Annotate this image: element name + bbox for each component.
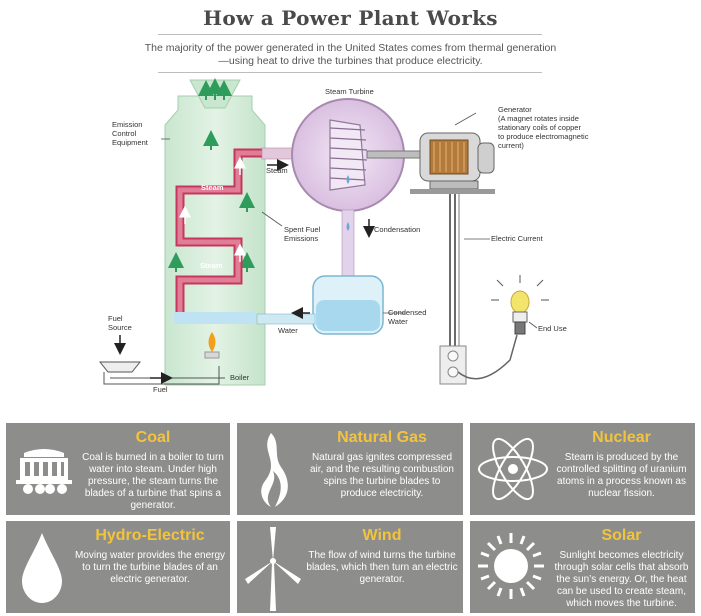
generator-desc-l2: stationary coils of copper [498, 123, 581, 132]
water-label: Water [278, 326, 298, 335]
fuel-source-label-l2: Source [108, 323, 132, 332]
end-use-label: End Use [538, 324, 567, 333]
panel-wind-title: Wind [362, 527, 402, 544]
burner-flame-icon [208, 332, 216, 352]
generator-label: Generator [498, 105, 532, 114]
condensation-label: Condensation [374, 225, 420, 234]
panel-nuclear-title: Nuclear [592, 429, 651, 446]
panel-solar-text: Sunlight becomes electricity through sol… [554, 550, 689, 609]
panel-wind-text: The flow of wind turns the turbine blade… [306, 550, 458, 585]
title-divider-bottom [158, 72, 542, 73]
emission-label-l1: Emission [112, 120, 142, 129]
page-subtitle: The majority of the power generated in t… [144, 42, 557, 67]
power-plant-diagram: Emission Control Equipment Steam Turbine… [98, 78, 589, 394]
generator-desc-l3: to produce electromagnetic [498, 132, 589, 141]
generator-desc-l1: (A magnet rotates inside [498, 114, 579, 123]
panel-natural-gas-title: Natural Gas [337, 429, 427, 446]
panel-coal-title: Coal [135, 429, 171, 446]
electric-wires [449, 194, 490, 352]
wind-turbine-icon [245, 527, 301, 611]
boiler-label: Boiler [230, 373, 250, 382]
steam-turbine-label: Steam Turbine [325, 87, 374, 96]
fuel-feed [98, 335, 225, 385]
fuel-label: Fuel [153, 385, 168, 394]
panel-nuclear: Nuclear Steam is produced by the control… [470, 423, 695, 515]
steam-turbine [291, 98, 423, 212]
condensed-water-label-l1: Condensed [388, 308, 426, 317]
electric-current-label: Electric Current [491, 234, 544, 243]
fuel-source-label-l1: Fuel [108, 314, 123, 323]
atom-icon [478, 437, 548, 501]
panel-nuclear-text: Steam is produced by the controlled spli… [556, 452, 687, 499]
lightbulb-icon [491, 275, 549, 335]
emission-label-l3: Equipment [112, 138, 149, 147]
spent-fuel-label-l1: Spent Fuel [284, 225, 321, 234]
panel-wind: Wind The flow of wind turns the turbine … [237, 521, 463, 613]
emission-stack [164, 78, 266, 386]
panel-solar: Solar Sunlight becomes electricity throu… [470, 521, 695, 613]
smoke-arrows [198, 78, 232, 100]
panel-hydro-electric: Hydro-Electric Moving water provides the… [6, 521, 230, 613]
flame-icon [261, 433, 288, 507]
panel-natural-gas-text: Natural gas ignites compressed air, and … [310, 452, 454, 499]
spent-fuel-label-l2: Emissions [284, 234, 318, 243]
page-title: How a Power Plant Works [203, 6, 498, 30]
wall-outlet [439, 334, 518, 385]
panel-hydro-electric-title: Hydro-Electric [95, 527, 205, 544]
generator-desc-l4: current) [498, 141, 524, 150]
emission-label-l2: Control [112, 129, 137, 138]
generator [410, 112, 495, 194]
condenser [256, 209, 405, 335]
panel-hydro-electric-text: Moving water provides the energy to turn… [74, 550, 226, 585]
water-drop-icon [22, 533, 62, 603]
steam-pipe-label-2: Steam [200, 261, 223, 270]
panel-coal-text: Coal is burned in a boiler to turn water… [82, 452, 224, 511]
panel-natural-gas: Natural Gas Natural gas ignites compress… [237, 423, 463, 515]
coal-car-icon [16, 449, 72, 494]
title-divider-top [158, 34, 542, 35]
steam-arrow-label: Steam [266, 166, 288, 175]
panel-coal: Coal Coal is burned in a boiler to turn … [6, 423, 230, 515]
sun-icon [478, 533, 544, 599]
steam-pipe-label-1: Steam [201, 183, 224, 192]
panel-solar-title: Solar [601, 527, 642, 544]
condensed-water-label-l2: Water [388, 317, 408, 326]
